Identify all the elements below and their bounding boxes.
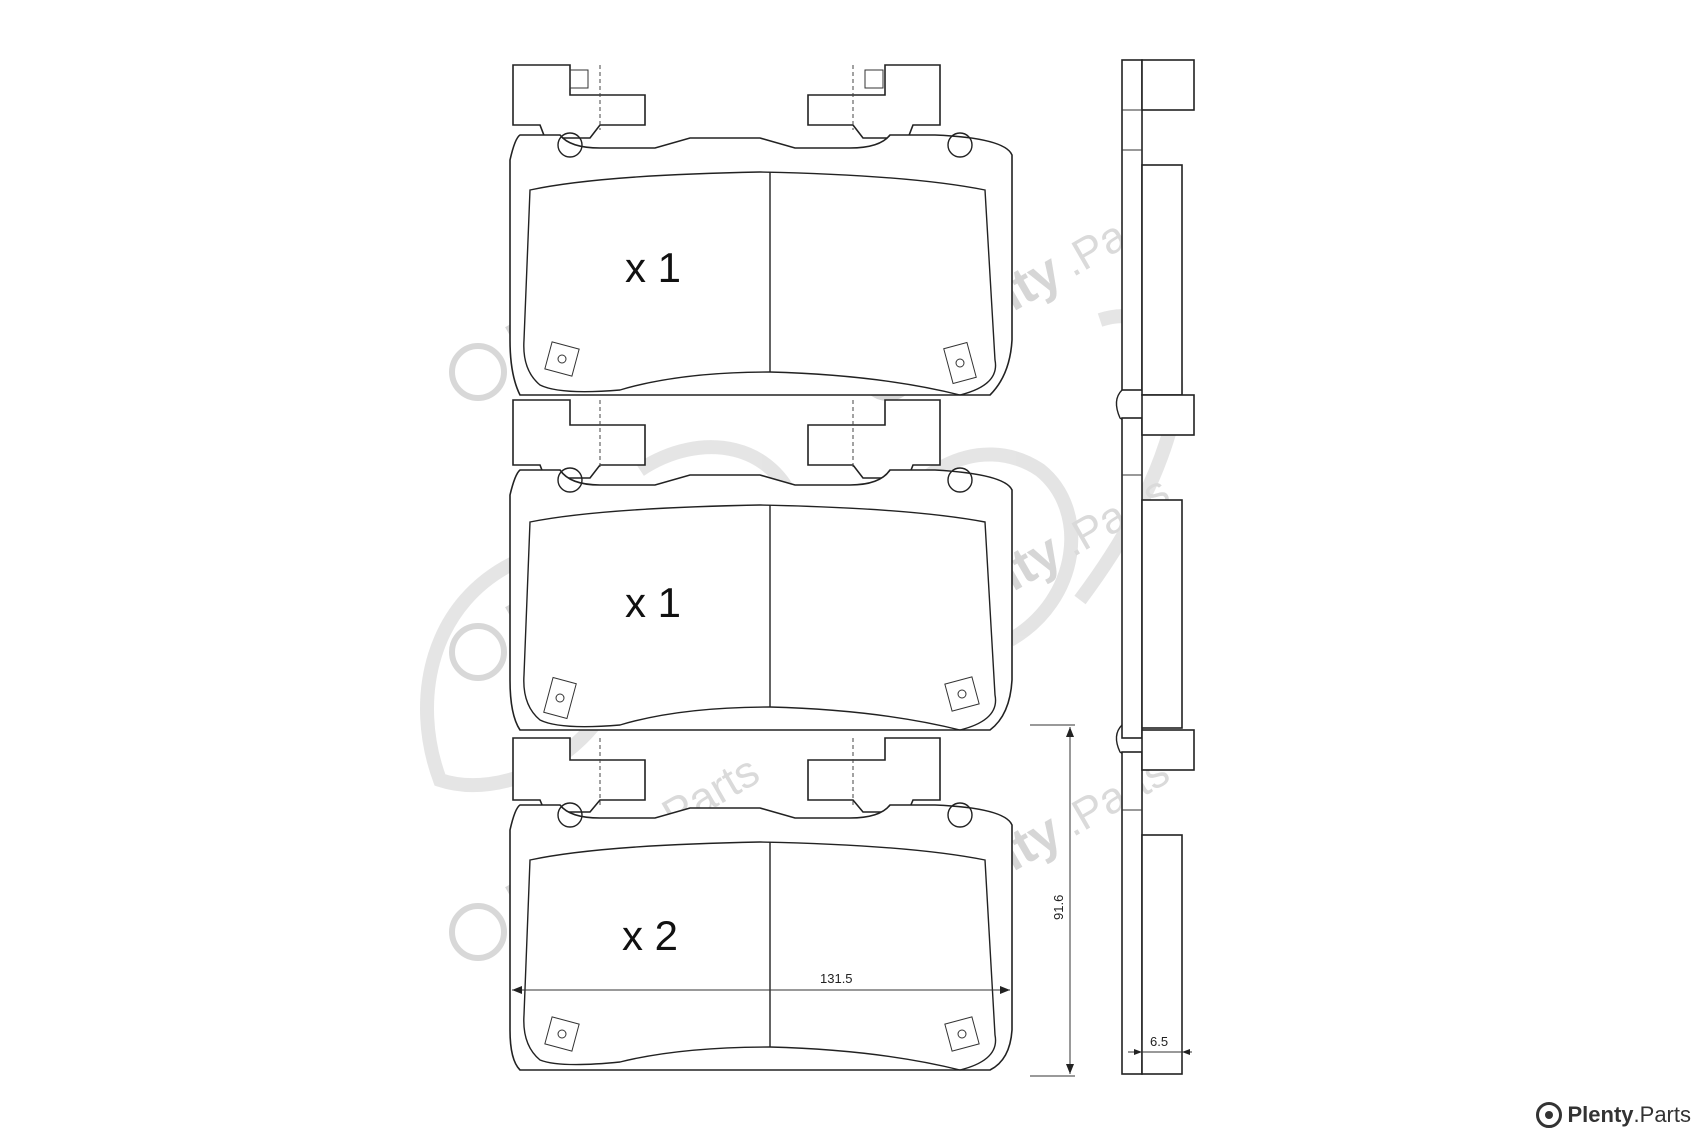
- watermark-disc-icon: [449, 903, 507, 961]
- brake-disc-icon: [1535, 1102, 1562, 1128]
- height-dimension-label: 91.6: [1051, 895, 1066, 920]
- brake-pad-1: x 1: [509, 64, 1013, 396]
- watermark-disc-icon: [449, 343, 507, 401]
- thickness-dimension-label: 6.5: [1150, 1034, 1168, 1049]
- pad-1-quantity: x 1: [625, 244, 681, 291]
- side-view: 6.5: [1115, 59, 1195, 1075]
- brand-logo: Plenty.Parts: [1535, 1102, 1691, 1128]
- brake-pad-3: x 2: [509, 737, 1013, 1071]
- width-dimension: 131.5: [512, 971, 1010, 994]
- height-dimension: 91.6: [1030, 724, 1075, 1077]
- brand-suffix: .Parts: [1633, 1102, 1691, 1127]
- width-dimension-label: 131.5: [820, 971, 853, 986]
- brake-pad-2: x 1: [509, 399, 1013, 731]
- brand-name: Plenty: [1567, 1102, 1634, 1127]
- pad-2-quantity: x 1: [625, 579, 681, 626]
- watermark-disc-icon: [449, 623, 507, 681]
- pad-3-quantity: x 2: [622, 912, 678, 959]
